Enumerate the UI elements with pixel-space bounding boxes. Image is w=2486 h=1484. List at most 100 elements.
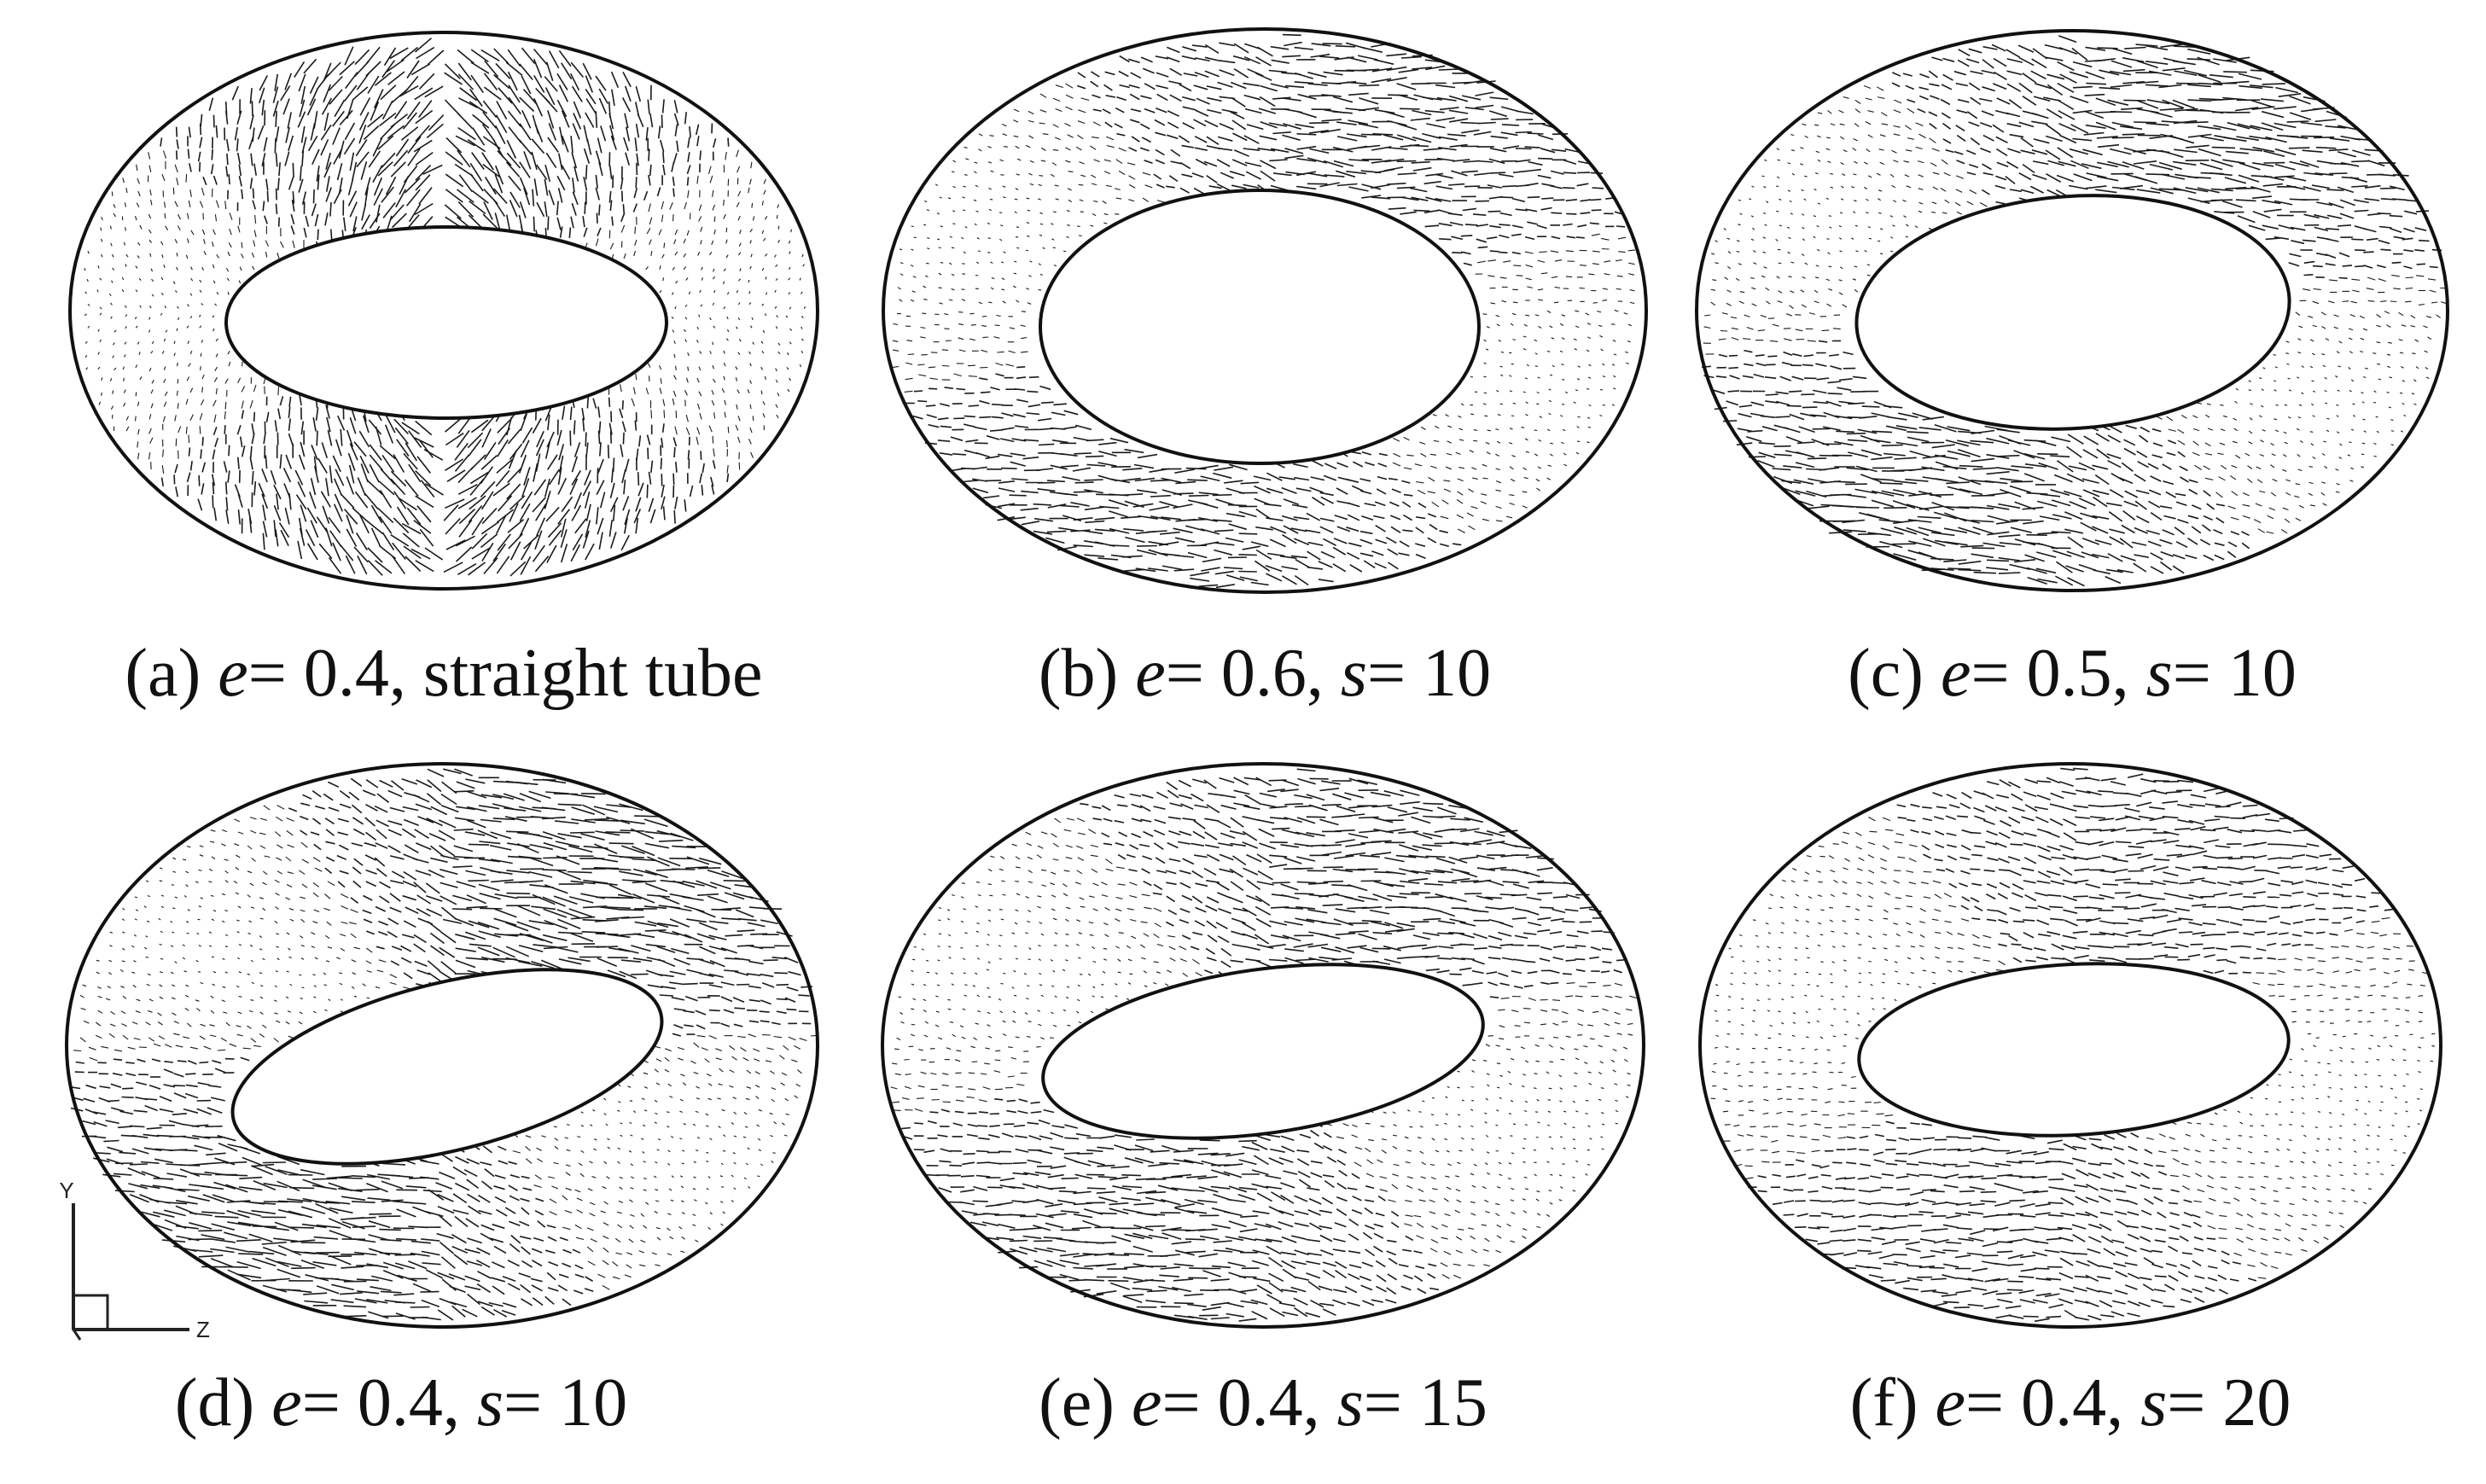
velocity-vector bbox=[529, 843, 553, 851]
velocity-vector bbox=[175, 486, 178, 498]
velocity-vector bbox=[1076, 84, 1086, 90]
velocity-vector bbox=[1871, 499, 1895, 508]
velocity-vector bbox=[2424, 350, 2428, 353]
velocity-vector bbox=[727, 137, 730, 147]
velocity-vector bbox=[1055, 198, 1059, 201]
velocity-vector bbox=[212, 242, 214, 247]
velocity-vector bbox=[1614, 309, 1619, 312]
velocity-vector bbox=[1411, 196, 1429, 201]
velocity-vector bbox=[1580, 212, 1591, 215]
velocity-vector bbox=[327, 881, 335, 887]
velocity-vector bbox=[365, 869, 377, 875]
velocity-vector bbox=[2203, 554, 2215, 562]
velocity-vector bbox=[594, 843, 618, 855]
velocity-vector bbox=[544, 201, 548, 218]
velocity-vector bbox=[137, 242, 141, 246]
velocity-vector bbox=[309, 76, 319, 94]
velocity-vector bbox=[471, 516, 485, 536]
velocity-vector bbox=[975, 426, 987, 431]
velocity-vector bbox=[699, 473, 703, 484]
velocity-vector bbox=[1767, 317, 1775, 319]
velocity-vector bbox=[2377, 212, 2391, 215]
velocity-vector bbox=[1201, 567, 1220, 572]
velocity-vector bbox=[958, 323, 964, 326]
velocity-vector bbox=[1525, 401, 1528, 404]
velocity-vector bbox=[317, 229, 319, 241]
velocity-vector bbox=[1016, 300, 1020, 303]
velocity-vector bbox=[1250, 541, 1269, 547]
velocity-vector bbox=[2298, 504, 2304, 509]
velocity-vector bbox=[288, 907, 294, 911]
velocity-vector bbox=[1323, 160, 1344, 168]
velocity-vector bbox=[2140, 426, 2151, 433]
velocity-vector bbox=[366, 520, 384, 535]
velocity-vector bbox=[571, 85, 583, 102]
velocity-vector bbox=[403, 545, 422, 560]
velocity-vector bbox=[110, 302, 113, 306]
velocity-vector bbox=[1730, 316, 1738, 319]
velocity-vector bbox=[2107, 99, 2129, 106]
velocity-vector bbox=[1943, 172, 1951, 177]
velocity-vector bbox=[1321, 119, 1342, 122]
velocity-vector bbox=[557, 870, 581, 881]
velocity-vector bbox=[1229, 171, 1245, 177]
velocity-vector bbox=[189, 414, 194, 422]
velocity-vector bbox=[1336, 462, 1348, 468]
velocity-vector bbox=[2110, 111, 2133, 113]
velocity-vector bbox=[1918, 174, 1924, 177]
velocity-vector bbox=[1475, 104, 1494, 109]
velocity-vector bbox=[1814, 172, 1819, 175]
velocity-vector bbox=[2289, 253, 2302, 258]
velocity-vector bbox=[1214, 570, 1234, 575]
velocity-vector bbox=[748, 291, 751, 294]
velocity-vector bbox=[1255, 526, 1273, 531]
velocity-vector bbox=[1384, 110, 1405, 119]
velocity-vector bbox=[221, 843, 226, 847]
velocity-vector bbox=[535, 453, 541, 472]
velocity-vector bbox=[508, 532, 523, 550]
velocity-vector bbox=[387, 845, 401, 853]
velocity-vector bbox=[1843, 96, 1849, 99]
velocity-vector bbox=[262, 870, 268, 876]
velocity-vector bbox=[187, 148, 190, 159]
velocity-vector bbox=[1168, 80, 1182, 85]
velocity-vector bbox=[259, 87, 265, 104]
velocity-vector bbox=[208, 868, 213, 871]
velocity-vector bbox=[445, 151, 463, 166]
velocity-vector bbox=[1029, 160, 1034, 163]
velocity-vector bbox=[165, 225, 169, 230]
velocity-vector bbox=[137, 190, 141, 197]
velocity-vector bbox=[1266, 573, 1283, 582]
velocity-vector bbox=[981, 349, 988, 353]
velocity-vector bbox=[1094, 528, 1115, 532]
velocity-vector bbox=[713, 412, 716, 419]
velocity-vector bbox=[262, 907, 266, 911]
velocity-vector bbox=[497, 495, 513, 512]
velocity-vector bbox=[362, 789, 376, 797]
velocity-vector bbox=[2295, 517, 2302, 521]
velocity-vector bbox=[980, 391, 991, 393]
velocity-vector bbox=[586, 397, 589, 409]
velocity-vector bbox=[1921, 466, 1945, 472]
velocity-vector bbox=[291, 200, 295, 212]
velocity-vector bbox=[649, 113, 654, 128]
velocity-vector bbox=[2172, 60, 2196, 66]
velocity-vector bbox=[469, 200, 486, 215]
velocity-vector bbox=[2419, 239, 2430, 242]
velocity-vector bbox=[974, 161, 978, 164]
velocity-vector bbox=[624, 113, 629, 129]
velocity-vector bbox=[737, 278, 742, 282]
velocity-vector bbox=[2059, 73, 2077, 84]
velocity-vector bbox=[621, 400, 624, 410]
velocity-vector bbox=[1114, 123, 1123, 129]
velocity-vector bbox=[562, 405, 566, 420]
velocity-vector bbox=[113, 203, 116, 208]
velocity-vector bbox=[1440, 515, 1449, 520]
velocity-vector bbox=[1902, 199, 1907, 202]
velocity-vector bbox=[1155, 148, 1165, 156]
velocity-vector bbox=[124, 305, 127, 308]
velocity-vector bbox=[1971, 553, 1994, 559]
velocity-vector bbox=[137, 452, 140, 460]
velocity-vector bbox=[1807, 457, 1827, 460]
velocity-vector bbox=[1016, 226, 1020, 228]
